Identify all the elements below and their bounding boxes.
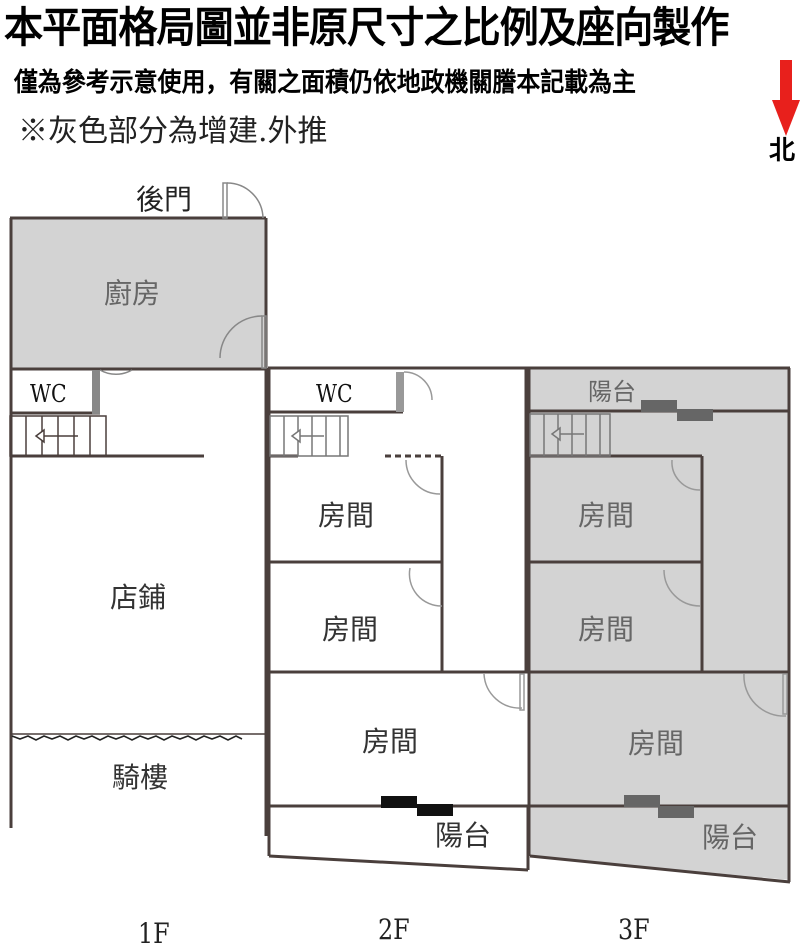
room-label-room-3f-c: 房間 [628,727,685,760]
north-arrow-icon [772,60,800,136]
floor-label-2f: 2F [378,913,410,946]
floor-2f [267,366,530,872]
room-label-arcade: 騎樓 [112,761,169,794]
room-label-room-2f-b: 房間 [322,613,379,646]
north-label: 北 [769,136,796,166]
room-label-balcony-3f-bottom: 陽台 [702,821,759,854]
room-label-room-3f-b: 房間 [578,613,635,646]
disclaimer-subtitle: 僅為參考示意使用，有關之面積仍依地政機關謄本記載為主 [14,68,636,98]
room-label-balcony-2f: 陽台 [435,819,492,852]
floor-1f [9,182,268,836]
floor-3f [527,366,791,884]
room-label-room-2f-c: 房間 [362,725,419,758]
room-label-kitchen: 廚房 [104,277,161,310]
floor-plan [9,182,791,884]
room-label-room-3f-a: 房間 [578,499,635,532]
floor-label-3f: 3F [618,913,650,946]
disclaimer-title: 本平面格局圖並非原尺寸之比例及座向製作 [4,3,729,52]
legend-note: ※灰色部分為增建.外推 [18,114,328,149]
room-label-wc-1f: WC [30,380,67,408]
room-label-wc-2f: WC [316,380,353,408]
room-label-room-2f-a: 房間 [318,499,375,532]
room-label-balcony-3f-top: 陽台 [588,378,636,406]
room-label-back-door: 後門 [136,183,193,216]
floor-label-1f: 1F [138,917,170,950]
room-label-shop: 店鋪 [110,581,167,614]
